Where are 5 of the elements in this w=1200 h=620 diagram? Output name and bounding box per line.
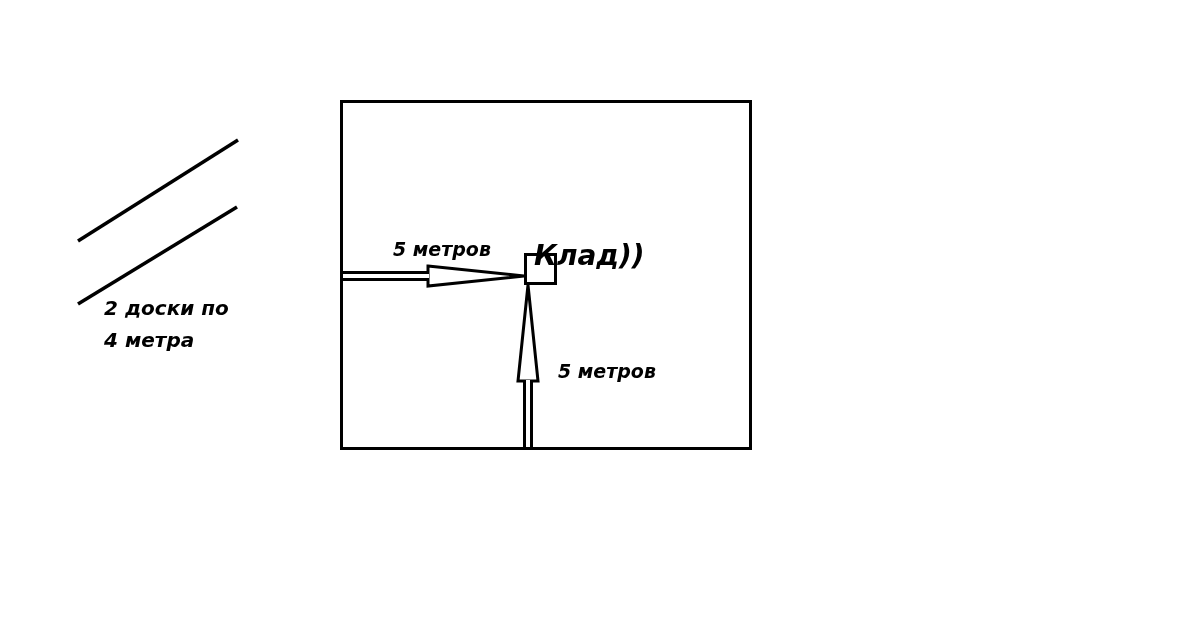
board-note: 2 доски по 4 метра	[104, 295, 230, 354]
hollow-arrow	[516, 283, 540, 447]
hollow-arrow	[343, 264, 526, 288]
field-outline	[340, 100, 752, 450]
treasure-label: Клад))	[534, 239, 645, 272]
